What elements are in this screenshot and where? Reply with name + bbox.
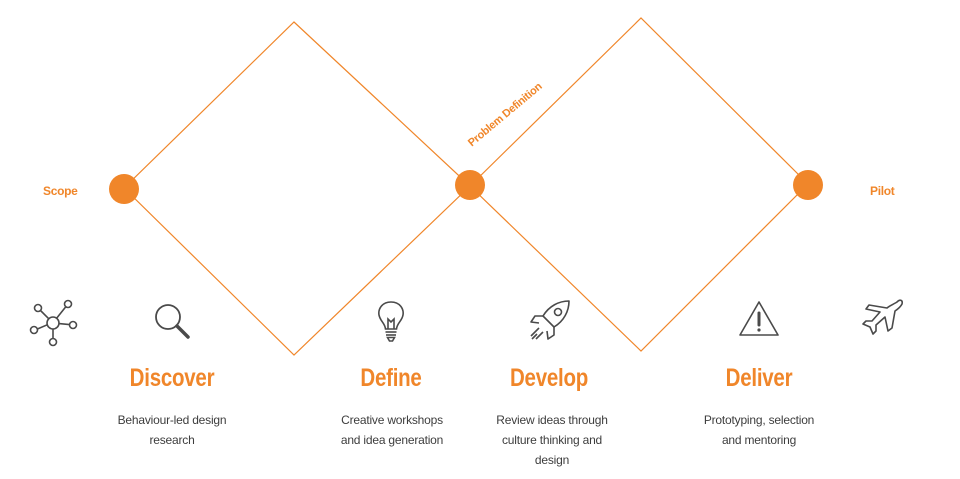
- desc-line: culture thinking and: [501, 433, 603, 447]
- lightbulb-icon: [378, 301, 404, 342]
- rocket-icon: [530, 300, 570, 340]
- scope-label: Scope: [43, 184, 78, 198]
- phase-desc-define: Creative workshops and idea generation: [317, 410, 467, 450]
- desc-line: research: [149, 433, 195, 447]
- desc-line: Behaviour-led design: [117, 413, 227, 427]
- pilot-label: Pilot: [870, 184, 895, 198]
- warning-icon: [739, 301, 779, 336]
- desc-line: Prototyping, selection: [703, 413, 815, 427]
- desc-line: Creative workshops: [341, 413, 443, 427]
- desc-line: design: [534, 453, 570, 467]
- phase-title-develop: Develop: [509, 364, 589, 392]
- desc-line: Review ideas through: [496, 413, 608, 427]
- network-icon: [29, 299, 78, 347]
- phase-title-discover: Discover: [129, 364, 215, 392]
- phase-title-define: Define: [360, 364, 422, 392]
- airplane-icon: [862, 299, 903, 335]
- magnifier-icon: [155, 304, 190, 339]
- node-pilot: [793, 170, 823, 200]
- phase-title-deliver: Deliver: [725, 364, 793, 392]
- node-problem-definition: [455, 170, 485, 200]
- phase-desc-develop: Review ideas through culture thinking an…: [477, 410, 627, 470]
- desc-line: and mentoring: [721, 433, 797, 447]
- node-scope: [109, 174, 139, 204]
- phase-desc-discover: Behaviour-led design research: [97, 410, 247, 450]
- desc-line: and idea generation: [340, 433, 444, 447]
- phase-desc-deliver: Prototyping, selection and mentoring: [684, 410, 834, 450]
